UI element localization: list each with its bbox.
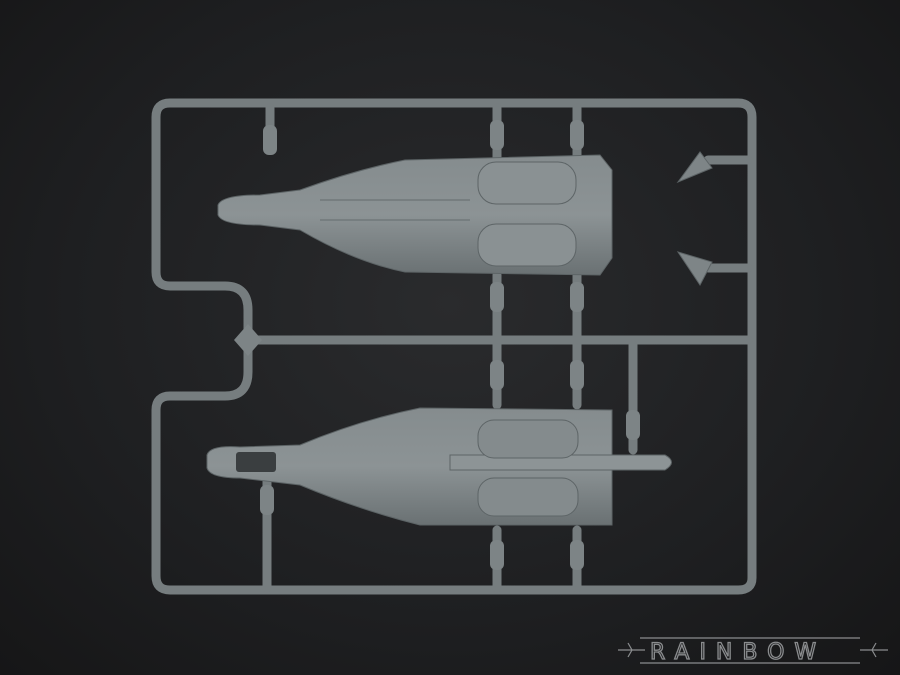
sprue-tag: [234, 324, 262, 356]
fuselage-upper-half: [217, 154, 613, 276]
fuselage-lower-half: [206, 407, 672, 526]
rainbow-watermark: RAINBOW: [618, 637, 888, 666]
sprue-gates: [234, 120, 640, 570]
watermark-text: RAINBOW: [650, 640, 826, 665]
small-fin-parts: [676, 151, 713, 286]
